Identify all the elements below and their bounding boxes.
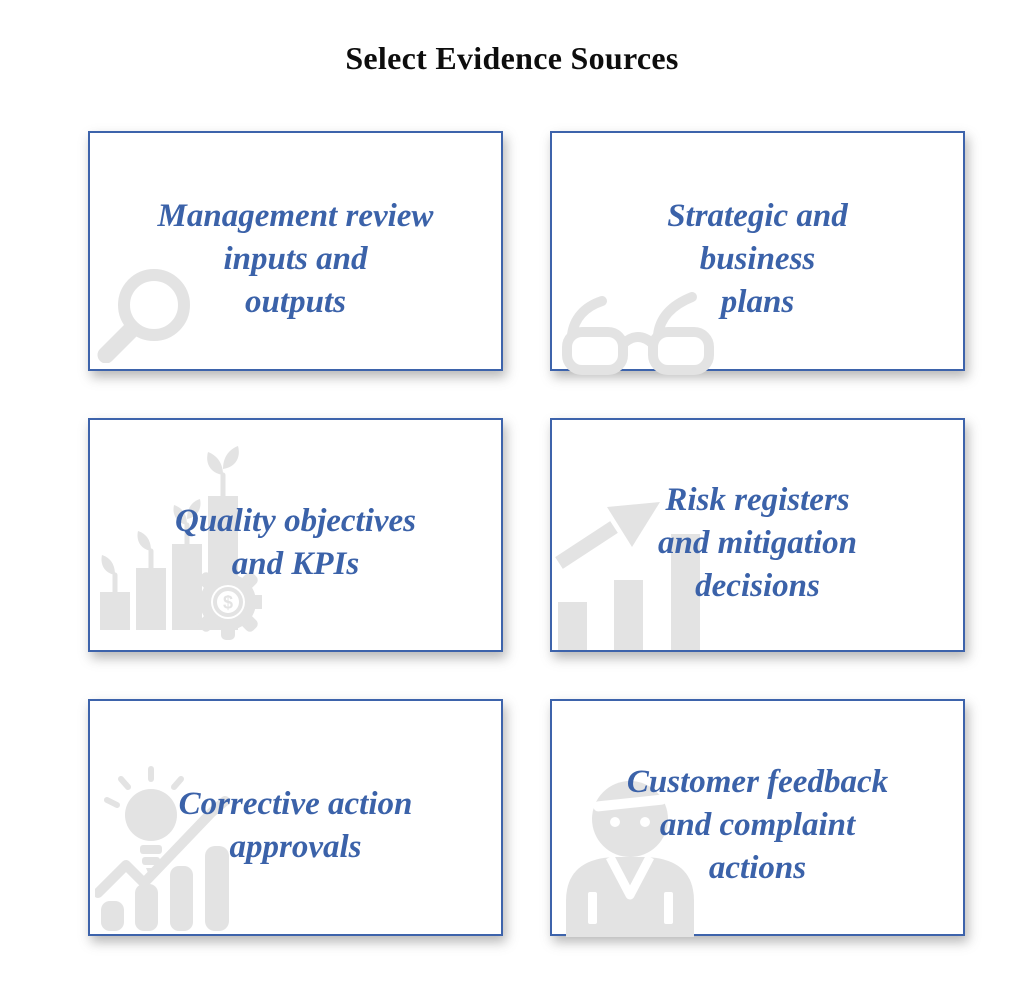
page-title: Select Evidence Sources — [345, 40, 679, 76]
card-label: Customer feedback and complaint actions — [626, 764, 889, 886]
growth-bars-gear-icon: $ — [100, 446, 262, 640]
card-risk-registers[interactable]: Risk registers and mitigation decisions — [550, 418, 965, 652]
card-label: Corrective action approvals — [178, 785, 413, 865]
dollar-sign: $ — [223, 593, 233, 613]
card-customer-feedback[interactable]: Customer feedback and complaint actions — [550, 699, 965, 937]
card-strategic-plans[interactable]: Strategic and business plans — [550, 131, 965, 375]
card-corrective-actions[interactable]: Corrective action approvals — [88, 699, 503, 936]
card-label: Strategic and business plans — [667, 197, 848, 320]
card-label: Quality objectives and KPIs — [174, 503, 417, 582]
customer-person-icon — [566, 781, 694, 937]
rising-bar-chart-arrow-icon — [555, 502, 700, 650]
magnifier-icon — [97, 269, 190, 363]
card-management-review[interactable]: Management review inputs and outputs — [88, 131, 503, 371]
card-quality-objectives[interactable]: $ Quality objectives and KPIs — [88, 418, 503, 652]
lightbulb-growth-chart-icon — [95, 766, 230, 931]
card-label: Risk registers and mitigation decisions — [658, 481, 857, 604]
card-label: Management review inputs and outputs — [157, 197, 434, 320]
eyeglasses-icon — [562, 292, 714, 375]
